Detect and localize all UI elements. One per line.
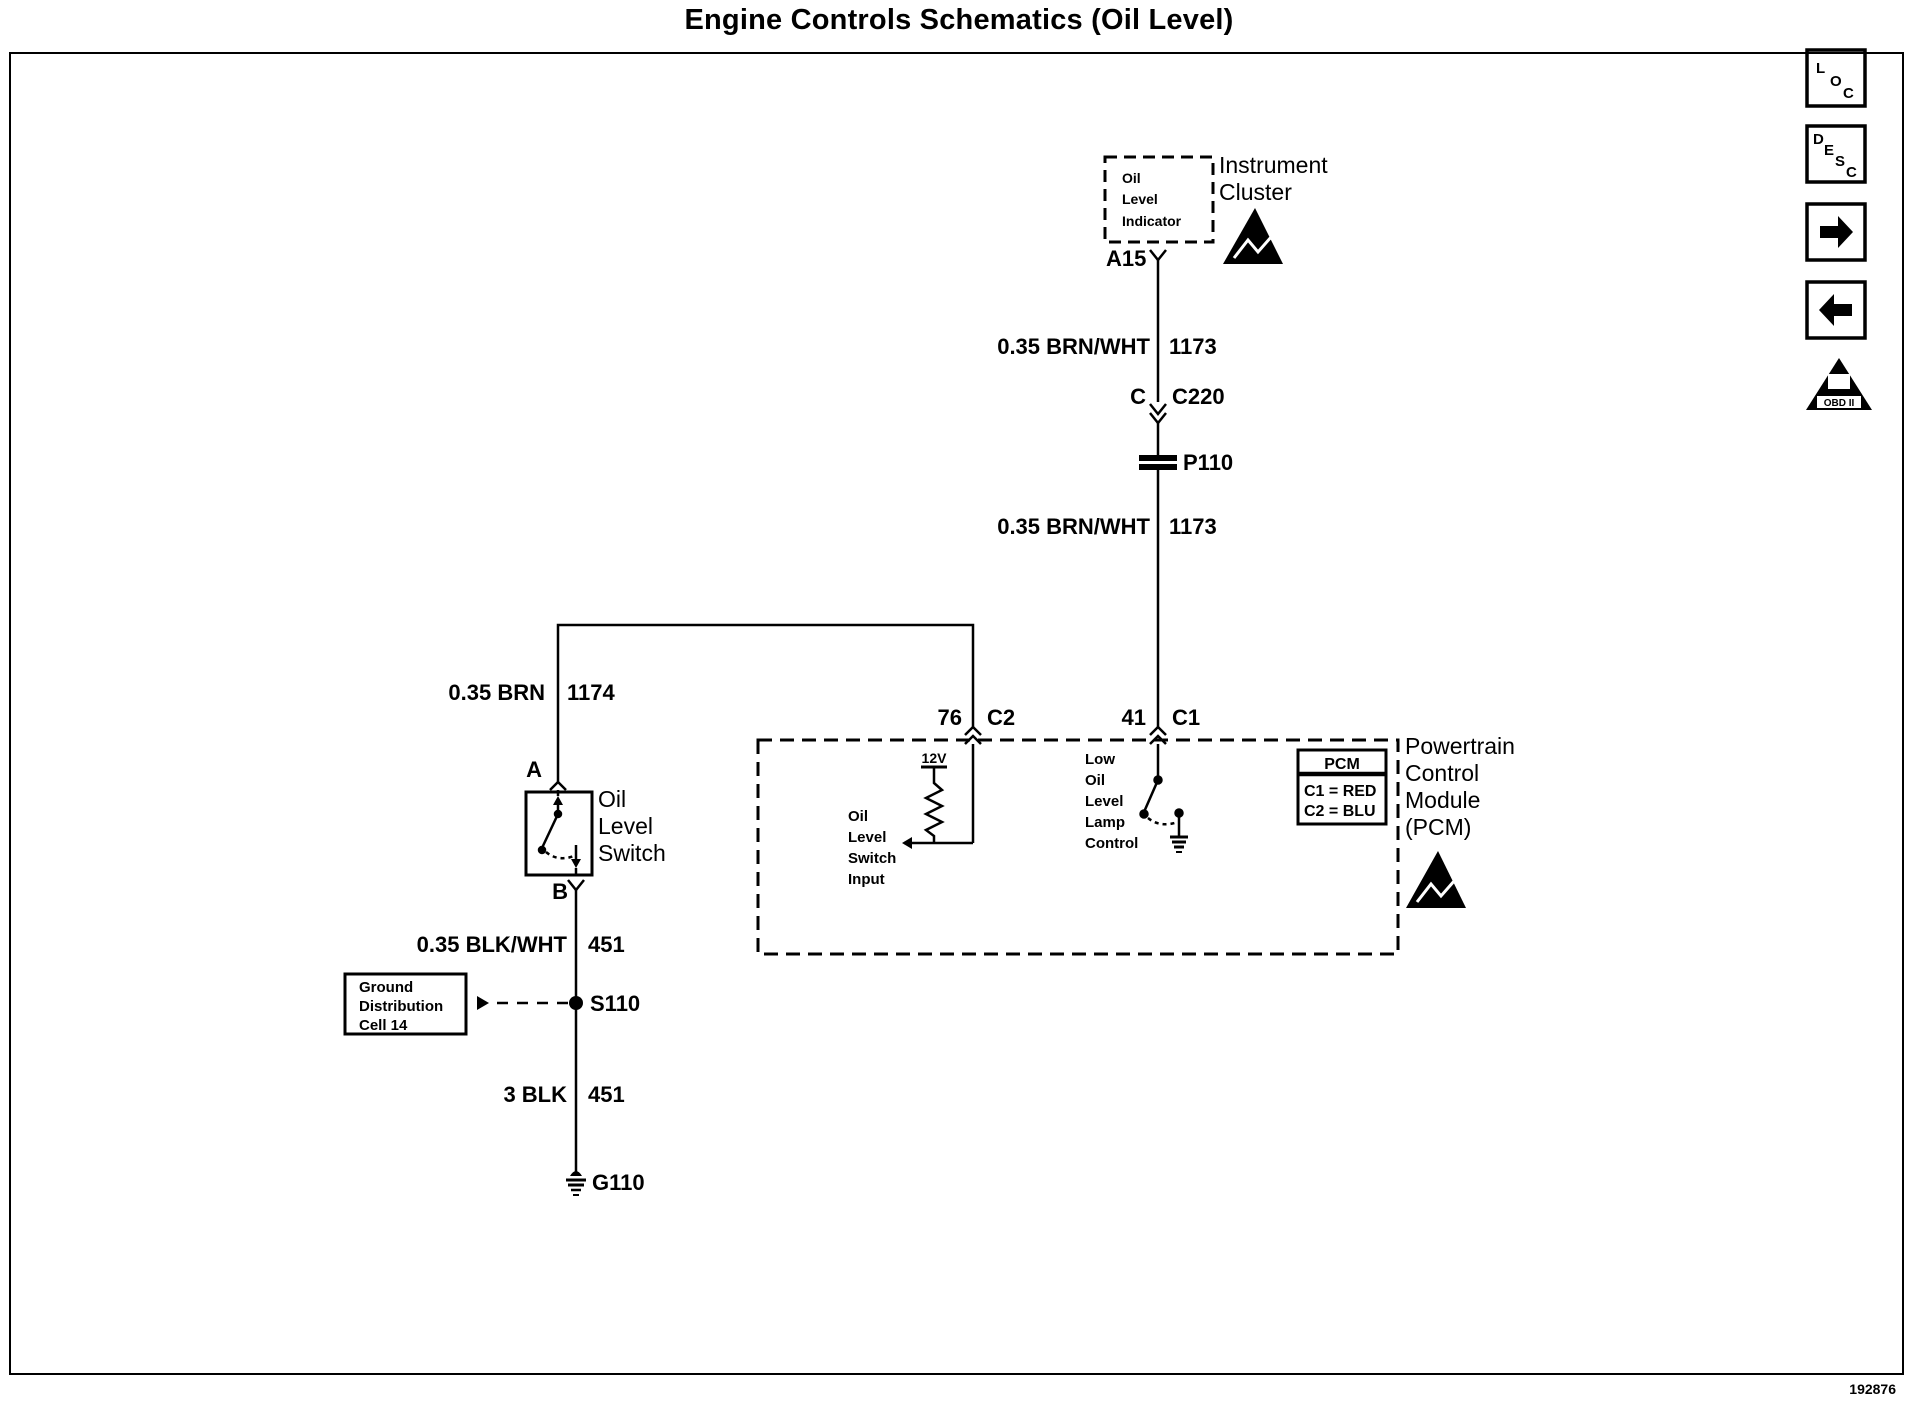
desc-letter-c: C [1846,164,1857,181]
document-number: 192876 [1849,1381,1896,1397]
ground-ref-label: Cell 14 [359,1017,408,1034]
wire-gauge-color-label: 3 BLK [503,1082,567,1107]
pcm-label: Control [1405,760,1479,786]
splice-name-label: S110 [590,991,640,1016]
instrument-cluster: Oil Level Indicator Instrument Cluster A… [1103,152,1328,271]
splice-s110: S110 [569,991,640,1016]
esd-warning-icon [1223,208,1283,264]
low-oil-level-lamp-control-circuit: Low Oil Level Lamp Control [1085,744,1188,853]
connector-pcm-c2: 76 C2 [938,705,1015,745]
ground-icon [1170,835,1188,853]
wire-gauge-color-label: 0.35 BRN/WHT [997,334,1150,359]
wire-gauge-color-label: 0.35 BRN [448,680,545,705]
pcm-label: Module [1405,787,1480,813]
connector-pin-label: 41 [1122,705,1146,730]
pcm-connector-legend: PCM C1 = RED C2 = BLU [1296,748,1388,826]
connector-name-label: C1 [1172,705,1200,730]
wire-circuit-label: 1173 [1169,334,1217,359]
connector-pcm-c1: 41 C1 [1122,705,1200,745]
oil-level-switch-input-label: Switch [848,850,896,867]
wire-circuit-label: 1174 [567,680,615,705]
oil-level-indicator-label: Oil [1122,170,1141,186]
passthrough-name-label: P110 [1183,450,1233,475]
page-title: Engine Controls Schematics (Oil Level) [684,4,1234,36]
next-button[interactable] [1805,202,1867,262]
wire-1174 [556,623,975,782]
loc-button[interactable]: L O C [1805,48,1867,108]
ground-ref-label: Ground [359,979,413,996]
ground-point-label: G110 [592,1170,645,1195]
desc-letter-e: E [1824,142,1834,159]
lamp-control-label: Level [1085,793,1123,810]
wire-gauge-color-label: 0.35 BRN/WHT [997,514,1150,539]
oil-level-switch-label: Oil [598,786,626,812]
pcm-legend-c2: C2 = BLU [1304,803,1376,820]
lamp-control-label: Low [1085,751,1115,768]
loc-letter-l: L [1816,60,1825,77]
oil-level-switch-label: Switch [598,840,666,866]
arrow-right-icon [1820,216,1853,248]
connector-pin-label: C [1130,384,1146,409]
pcm-legend-title: PCM [1324,756,1360,773]
ground-icon [566,1178,586,1196]
lamp-control-label: Oil [1085,772,1105,789]
loc-letter-o: O [1830,73,1842,90]
oil-level-switch-input-label: Input [848,871,885,888]
desc-button[interactable]: D E S C [1805,124,1867,184]
wire-circuit-label: 1173 [1169,514,1217,539]
oil-level-indicator-label: Level [1122,191,1158,207]
passthrough-p110: P110 [1139,450,1233,475]
switch-pin-a-label: A [526,757,542,782]
desc-letter-s: S [1835,153,1845,170]
oil-level-switch: A B Oil Level Switch [524,757,666,904]
arrow-left-icon [1819,294,1852,326]
instrument-cluster-label: Cluster [1219,179,1292,205]
oil-level-switch-label: Level [598,813,653,839]
desc-letter-d: D [1813,131,1824,148]
obd-badge-text: OBD II [1824,398,1855,409]
oil-level-switch-input-label: Level [848,829,886,846]
connector-name-label: C220 [1172,384,1225,409]
connector-c220: C C220 [1130,384,1225,426]
pcm-legend-c1: C1 = RED [1304,783,1376,800]
prev-button[interactable] [1805,280,1867,340]
oil-level-indicator-label: Indicator [1122,213,1182,229]
loc-letter-c: C [1843,85,1854,102]
instrument-cluster-label: Instrument [1219,152,1328,178]
schematic-frame [9,52,1904,1375]
pcm-label: (PCM) [1405,814,1471,840]
obd-button[interactable]: OBD II [1806,358,1872,410]
lamp-control-label: Lamp [1085,814,1125,831]
pcm-label: Powertrain [1405,733,1515,759]
oil-level-switch-input-label: Oil [848,808,868,825]
ground-g110: G110 [566,1170,645,1196]
connector-name-label: C2 [987,705,1015,730]
esd-warning-icon [1406,851,1466,908]
connector-pin-label: 76 [938,705,962,730]
switch-pin-b-label: B [552,879,568,904]
ground-ref-label: Distribution [359,998,443,1015]
wire-circuit-label: 451 [588,1082,625,1107]
pullup-resistor-icon [923,767,945,843]
wire-circuit-label: 451 [588,932,625,957]
ground-ref-arrow-icon [477,996,489,1010]
wire-gauge-color-label: 0.35 BLK/WHT [417,932,568,957]
voltage-label: 12V [922,750,948,766]
oil-level-switch-input-circuit: 12V Oil Level Switch Input [848,744,975,888]
terminal-a15-label: A15 [1106,246,1146,271]
pcm-module: PCM C1 = RED C2 = BLU Powertrain Control… [756,733,1515,956]
lamp-control-label: Control [1085,835,1138,852]
ground-distribution-reference[interactable]: Ground Distribution Cell 14 [343,972,468,1036]
